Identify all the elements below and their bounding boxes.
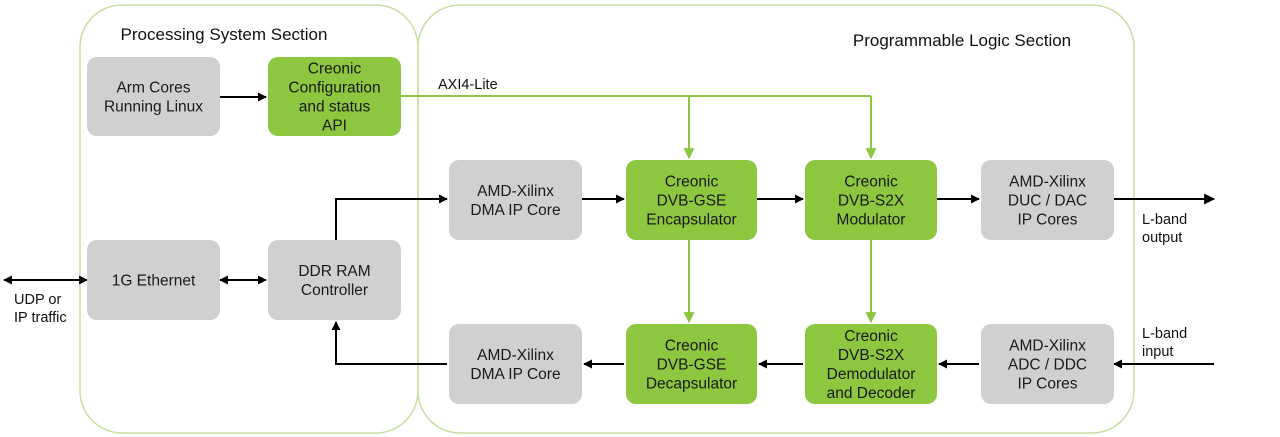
dma-rx-to-ddr-arrow	[331, 321, 447, 365]
arm-cores-box-label-line: Arm Cores	[116, 80, 190, 97]
ethernet-box: 1G Ethernet	[87, 240, 220, 320]
ddr-controller-box: DDR RAM Controller	[268, 240, 401, 320]
adc-ddc-box-label-line: ADC / DDC	[1008, 357, 1087, 374]
programmable-logic-title: Programmable Logic Section	[853, 31, 1071, 50]
arm-cores-box-label-line: Running Linux	[104, 99, 203, 116]
ethernet-box-shape	[87, 240, 220, 320]
data-path	[3, 92, 1216, 369]
adc-ddc-box-label-line: AMD-Xilinx	[1009, 338, 1086, 355]
gse-encapsulator-box-label-line: Creonic	[665, 174, 719, 191]
programmable-logic-section	[417, 4, 1135, 434]
ddr-controller-box-shape	[268, 240, 401, 320]
s2x-modulator-box-label-line: Modulator	[837, 212, 906, 229]
ddr-to-dma-tx-arrow	[335, 194, 448, 240]
gse-decapsulator-box-label-line: DVB-GSE	[657, 357, 727, 374]
s2x-demodulator-box-label-line: Demodulator	[827, 366, 916, 383]
lband-input-label: L-band input	[1142, 326, 1191, 360]
gse-encapsulator-box-label-line: Encapsulator	[646, 212, 736, 229]
s2x-modulator-box-label-line: Creonic	[844, 174, 898, 191]
s2x-demodulator-box-label-line: and Decoder	[827, 385, 916, 402]
processing-system-title: Processing System Section	[121, 25, 328, 44]
ddr-controller-box-label: DDR RAM Controller	[298, 263, 370, 299]
ddr-controller-box-label-line: DDR RAM	[298, 263, 370, 280]
s2x-demodulator-box-label-line: DVB-S2X	[838, 347, 905, 364]
duc-dac-box-shape	[981, 160, 1114, 240]
gse-decapsulator-box-shape	[626, 324, 757, 404]
ethernet-box-label: 1G Ethernet	[112, 273, 196, 290]
axi4-lite-label: AXI4-Lite	[438, 77, 498, 93]
udp-label-line-1: UDP or	[14, 292, 61, 308]
gse-decapsulator-box-label-line: Decapsulator	[646, 376, 737, 393]
adc-ddc-box-label-line: IP Cores	[1017, 376, 1077, 393]
gse-encapsulator-box-shape	[626, 160, 757, 240]
udp-label-line-2: IP traffic	[14, 310, 67, 326]
lband-output-line-2: output	[1142, 230, 1182, 246]
dma-tx-box-shape	[449, 160, 582, 240]
config-status-api-box-label-line: Creonic	[308, 61, 362, 78]
s2x-modulator-box-shape	[805, 160, 937, 240]
config-status-api-box-label-line: and status	[299, 99, 371, 116]
dma-rx-box-label-line: DMA IP Core	[470, 366, 560, 383]
lband-input-line-2: input	[1142, 344, 1173, 360]
config-status-api-box-label-line: API	[322, 118, 347, 135]
ddr-controller-box-label-line: Controller	[301, 282, 368, 299]
config-status-api-box-label-line: Configuration	[288, 80, 380, 97]
s2x-demodulator-box-shape	[805, 324, 937, 404]
gse-decapsulator-box-label-line: Creonic	[665, 338, 719, 355]
gse-encapsulator-box-label-line: DVB-GSE	[657, 193, 727, 210]
ethernet-box-label-line: 1G Ethernet	[112, 273, 196, 290]
udp-traffic-label: UDP or IP traffic	[14, 292, 67, 326]
adc-ddc-box-shape	[981, 324, 1114, 404]
s2x-modulator-box-label-line: DVB-S2X	[838, 193, 905, 210]
duc-dac-box-label-line: DUC / DAC	[1008, 193, 1087, 210]
dma-tx-box-label-line: AMD-Xilinx	[477, 183, 554, 200]
lband-output-label: L-band output	[1142, 212, 1191, 246]
duc-dac-box-label-line: IP Cores	[1017, 212, 1077, 229]
dma-rx-box-shape	[449, 324, 582, 404]
duc-dac-box-label-line: AMD-Xilinx	[1009, 174, 1086, 191]
arm-cores-box-shape	[87, 57, 220, 136]
s2x-demodulator-box-label-line: Creonic	[844, 328, 898, 345]
dma-rx-box-label-line: AMD-Xilinx	[477, 347, 554, 364]
lband-output-line-1: L-band	[1142, 212, 1187, 228]
dma-tx-box-label-line: DMA IP Core	[470, 202, 560, 219]
lband-input-line-1: L-band	[1142, 326, 1187, 342]
config-status-api-box-shape	[268, 57, 401, 136]
axi4-lite-bus	[401, 95, 877, 324]
